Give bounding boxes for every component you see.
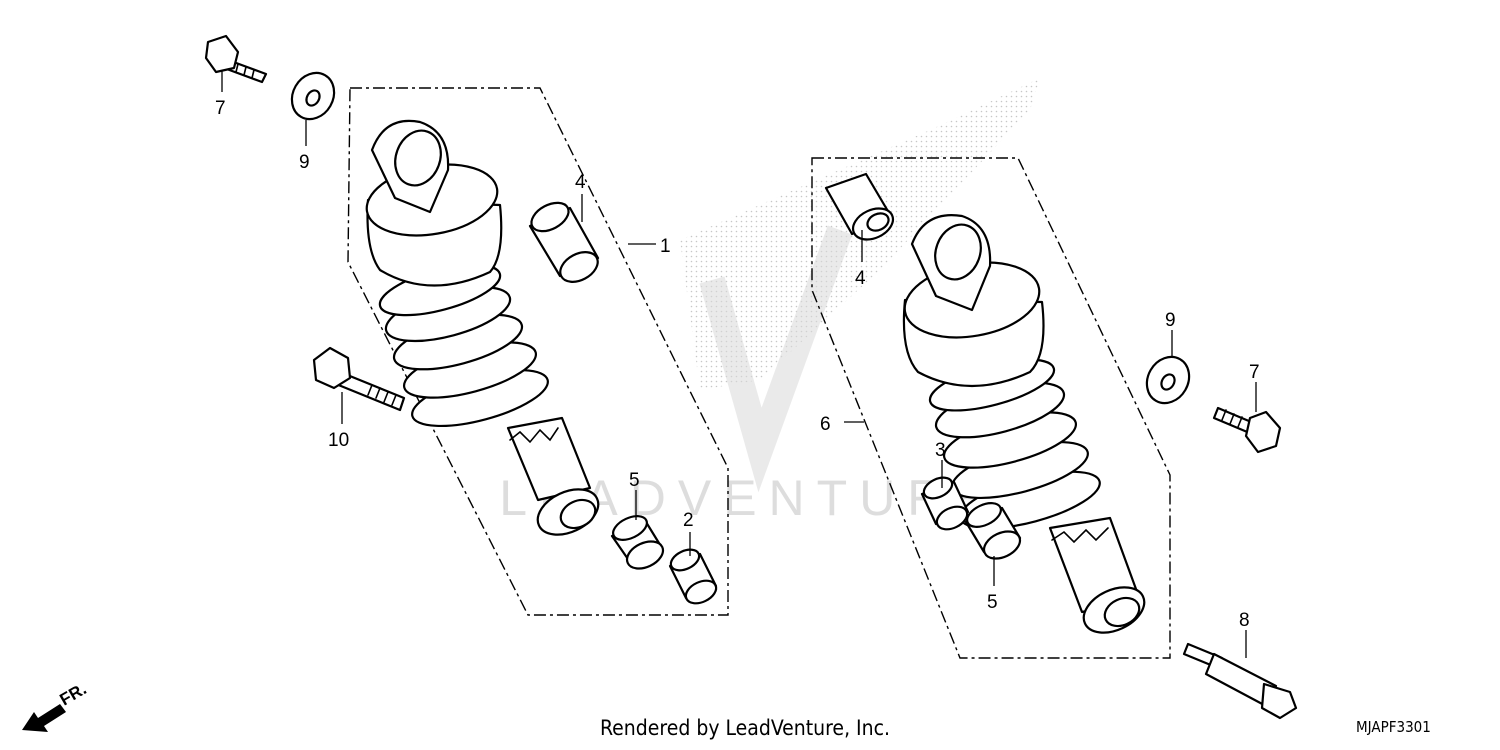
callout-long-bolt-10: 10 [328, 430, 349, 451]
diagram-code: MJAPF3301 [1356, 718, 1431, 736]
callout-left-assembly-1: 1 [660, 236, 671, 257]
right-lower-bushing-5 [964, 502, 1022, 560]
callout-left-bolt-7: 7 [215, 98, 226, 119]
stud-bolt-8 [1182, 642, 1298, 720]
callout-right-bushing-5: 5 [987, 592, 998, 613]
watermark-logo-mark [699, 225, 853, 493]
right-spacer-3 [920, 476, 970, 531]
callout-right-bolt-7: 7 [1249, 362, 1260, 383]
left-bolt-7 [204, 34, 268, 84]
left-washer-9 [290, 71, 336, 121]
right-top-bushing-4 [824, 172, 895, 241]
left-lower-bushing-2 [668, 548, 718, 605]
leader-lines [221, 70, 1257, 658]
callout-left-washer-9: 9 [299, 152, 310, 173]
callout-left-bushing-2: 2 [683, 510, 694, 531]
callouts: 7 9 4 1 10 5 2 4 6 3 5 9 7 8 [215, 98, 1260, 631]
right-bolt-7 [1212, 406, 1282, 454]
front-arrow-icon: FR. [22, 679, 90, 732]
callout-right-washer-9: 9 [1165, 310, 1176, 331]
right-shock-absorber [902, 214, 1146, 634]
rendered-by-credit: Rendered by LeadVenture, Inc. [600, 716, 890, 740]
left-assembly-outline [347, 87, 729, 616]
right-assembly-outline [811, 157, 1171, 659]
callout-left-bushing-5: 5 [629, 470, 640, 491]
left-top-bushing-4 [528, 201, 600, 283]
callout-right-bushing-4: 4 [855, 268, 866, 289]
right-washer-9 [1145, 355, 1191, 405]
left-shock-absorber [365, 119, 600, 536]
callout-right-assembly-6: 6 [820, 414, 831, 435]
front-label: FR. [57, 679, 90, 709]
callout-stud-bolt-8: 8 [1239, 610, 1250, 631]
long-bolt-10 [312, 346, 406, 412]
left-lower-bushing-5 [610, 515, 665, 570]
callout-left-bushing-4: 4 [575, 172, 586, 193]
callout-right-spacer-3: 3 [935, 440, 946, 461]
